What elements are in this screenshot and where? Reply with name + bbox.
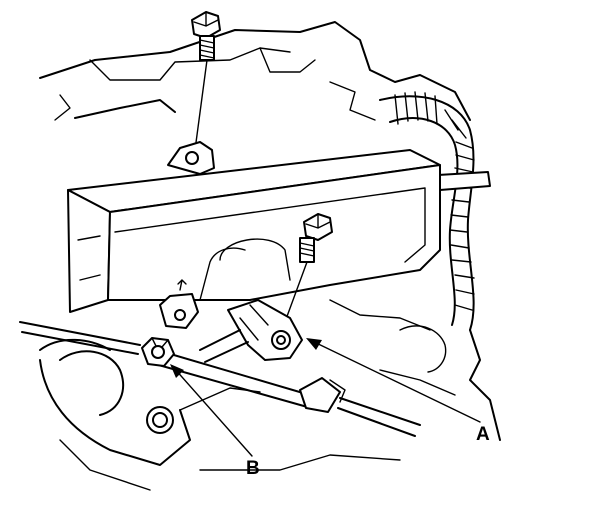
arrowhead-b (170, 364, 184, 378)
linkage-rod (19, 321, 421, 437)
right-structure (329, 299, 501, 441)
leader-lines (170, 338, 481, 457)
leader-line-a (309, 339, 481, 423)
callout-label-b: B (246, 458, 260, 479)
bracket-a (227, 299, 303, 361)
wiring-harness (379, 91, 491, 331)
arrowhead-a (306, 338, 322, 350)
leader-line-b (173, 367, 253, 457)
upper-bolt (191, 11, 221, 151)
cover-housing (67, 141, 441, 329)
engine-casting (39, 21, 471, 121)
callout-label-a: A (476, 424, 490, 445)
nut-b (141, 337, 175, 367)
lower-structure (39, 338, 401, 491)
